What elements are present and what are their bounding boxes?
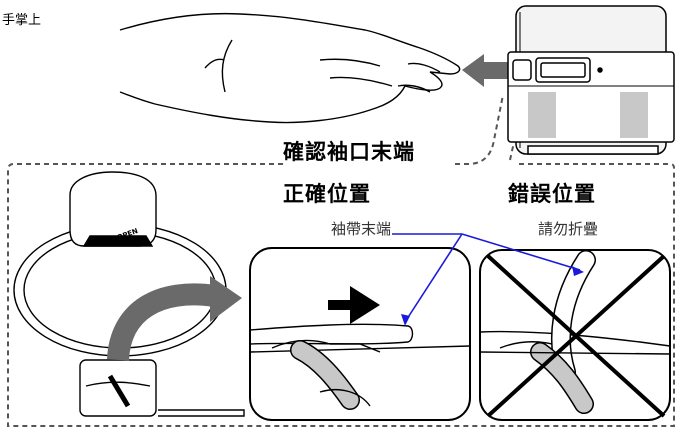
- zoom-circle-icon: [249, 247, 471, 421]
- dashed-connector-left: [455, 94, 504, 165]
- cuff-loop-icon: [13, 171, 245, 417]
- pointer-lines: [392, 233, 581, 323]
- check-cuff-end-title: 確認袖口末端: [283, 140, 415, 164]
- correct-position-title: 正確位置: [283, 182, 371, 206]
- top-note: 手掌上: [2, 13, 42, 28]
- monitor-icon: [507, 5, 675, 155]
- do-not-fold-label: 請勿折疊: [538, 220, 599, 238]
- curved-arrow-icon: [107, 276, 242, 361]
- right-arrow-icon: [328, 286, 380, 324]
- dashed-frame: [7, 163, 675, 427]
- arrow-left-icon: [462, 54, 508, 87]
- cross-icon: [486, 254, 666, 418]
- cuff-end-label: 袖帶末端: [331, 220, 392, 238]
- wrong-position-title: 錯誤位置: [508, 182, 596, 206]
- hand-icon: [119, 12, 461, 124]
- pointer-head-wrong: [572, 266, 584, 276]
- pointer-head-correct: [401, 314, 410, 326]
